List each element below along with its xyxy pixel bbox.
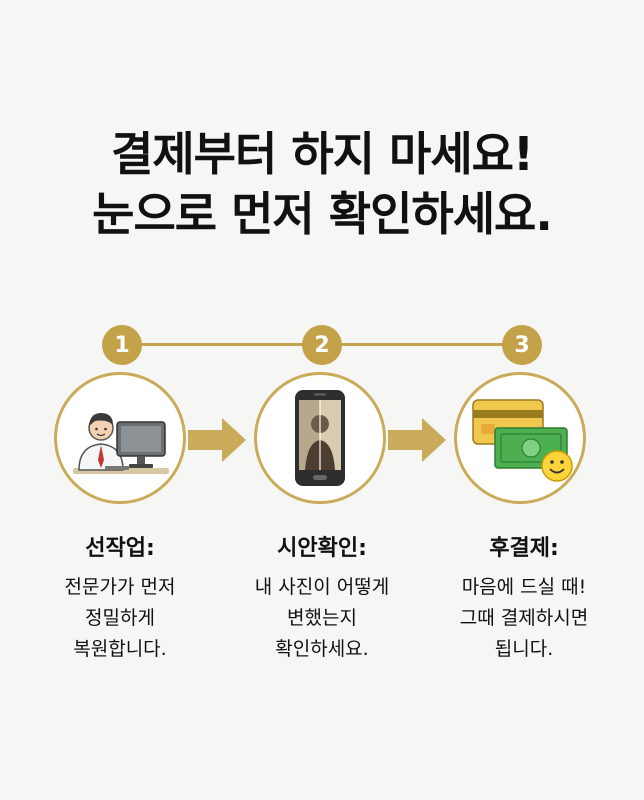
step-number-1: 1	[102, 325, 142, 365]
step-2-desc-line-3: 확인하세요.	[275, 638, 369, 660]
step-1-illustration	[54, 372, 186, 504]
step-2-title: 시안확인:	[277, 536, 367, 561]
step-3-desc-line-1: 마음에 드실 때!	[461, 576, 587, 598]
expert-at-computer-icon	[73, 413, 169, 474]
step-2-desc-line-2: 변했는지	[287, 607, 357, 629]
step-2-text: 시안확인: 내 사진이 어떻게 변했는지 확인하세요.	[217, 532, 427, 665]
step-3-illustration	[454, 372, 586, 504]
step-number-2: 2	[302, 325, 342, 365]
payment-card-cash-icon	[472, 399, 573, 482]
step-1-desc-line-3: 복원합니다.	[73, 638, 167, 660]
step-3-desc-line-2: 그때 결제하시면	[459, 607, 589, 629]
step-1-text: 선작업: 전문가가 먼저 정밀하게 복원합니다.	[15, 532, 225, 665]
step-1-title: 선작업:	[85, 536, 155, 561]
step-timeline: 1 2 3	[0, 320, 644, 370]
step-2-illustration	[254, 372, 386, 504]
arrow-right-icon-1	[188, 418, 246, 462]
arrow-right-icon-2	[388, 418, 446, 462]
step-1-desc-line-1: 전문가가 먼저	[64, 576, 176, 598]
smartphone-photo-icon	[295, 390, 345, 486]
step-2-desc-line-1: 내 사진이 어떻게	[254, 576, 390, 598]
step-3-desc-line-3: 됩니다.	[494, 638, 554, 660]
step-number-3: 3	[502, 325, 542, 365]
step-1-desc-line-2: 정밀하게	[85, 607, 155, 629]
step-3-text: 후결제: 마음에 드실 때! 그때 결제하시면 됩니다.	[419, 532, 629, 665]
step-3-title: 후결제:	[489, 536, 559, 561]
headline-line-2: 눈으로 먼저 확인하세요.	[92, 187, 553, 241]
headline-line-1: 결제부터 하지 마세요!	[111, 127, 534, 181]
headline: 결제부터 하지 마세요! 눈으로 먼저 확인하세요.	[0, 124, 644, 244]
